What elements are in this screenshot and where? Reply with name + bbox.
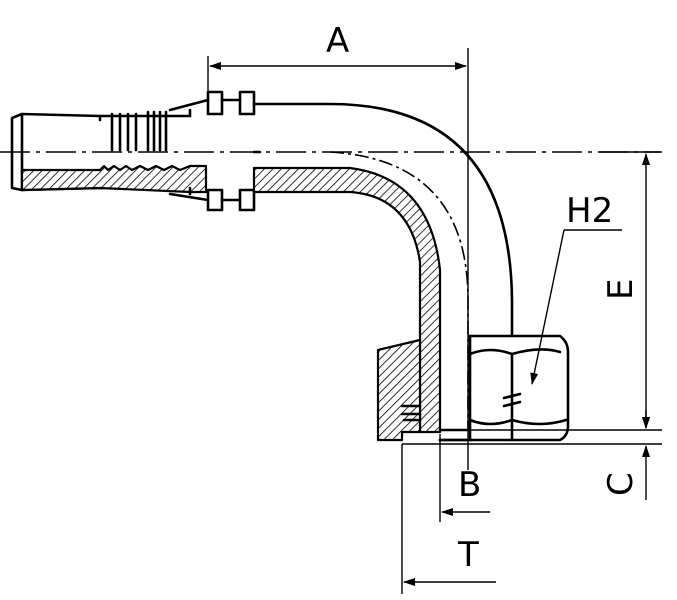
elbow-body — [252, 102, 514, 434]
label-e: E — [601, 279, 641, 300]
label-b: B — [458, 465, 481, 505]
hex-nut — [376, 334, 570, 442]
dimension-b: B — [439, 434, 490, 522]
dimension-a: A — [207, 21, 467, 92]
label-t: T — [457, 535, 479, 575]
label-h2: H2 — [566, 191, 613, 231]
collar-1-bottom — [206, 188, 224, 212]
collar-2-bottom — [238, 188, 256, 212]
dimension-h2: H2 — [530, 191, 622, 385]
label-a: A — [326, 21, 349, 61]
hose-tail — [10, 90, 256, 212]
label-c: C — [601, 472, 641, 496]
dimension-t: T — [401, 444, 496, 594]
bend-centerline — [329, 151, 469, 430]
collar-2 — [238, 90, 256, 116]
collar-1 — [206, 90, 224, 116]
dimension-c: C — [402, 410, 662, 500]
dimension-e: E — [470, 151, 662, 431]
barb-ridges — [110, 110, 168, 152]
